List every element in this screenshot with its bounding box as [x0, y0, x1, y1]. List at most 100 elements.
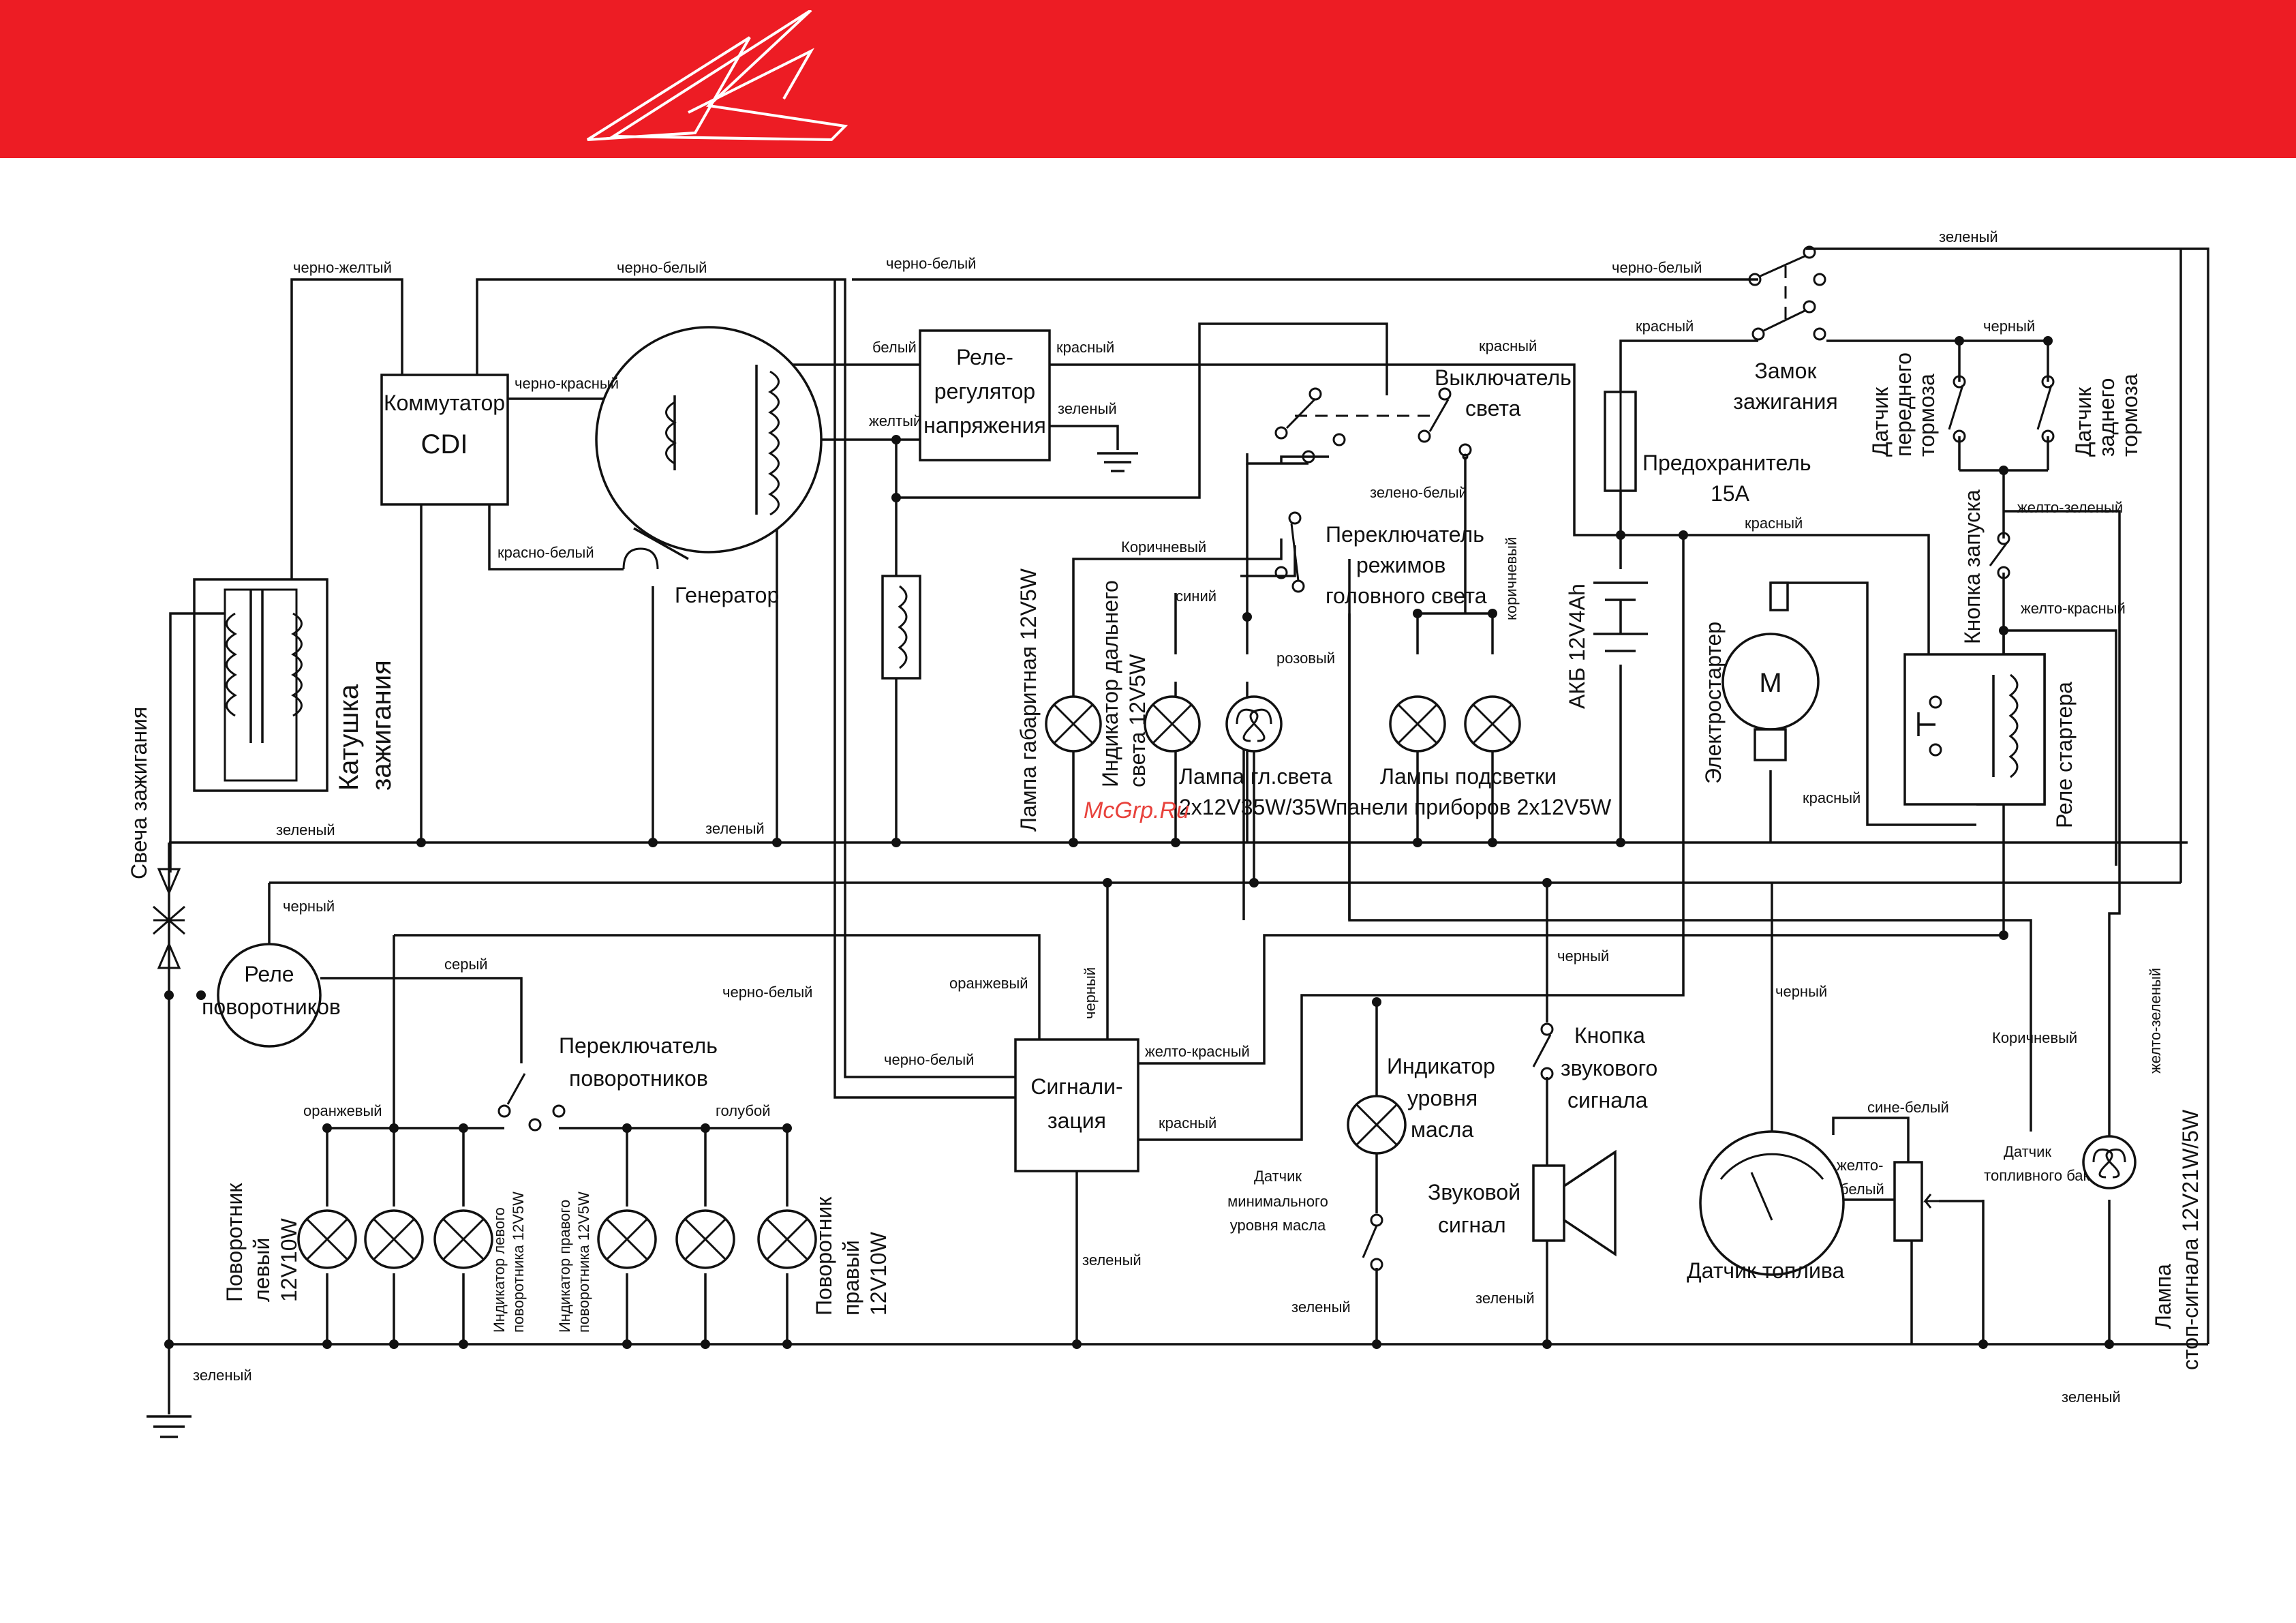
oil-sensor-label: Датчик — [1254, 1168, 1302, 1185]
svg-text:желто-красный: желто-красный — [1145, 1043, 1250, 1060]
start-button-icon — [1989, 532, 2010, 579]
wire-labels: черно-желтый черно-белый черно-белый чер… — [193, 228, 2164, 1406]
brand-logo-icon — [586, 10, 848, 142]
svg-text:зеленый: зеленый — [1291, 1299, 1351, 1316]
svg-text:оранжевый: оранжевый — [949, 975, 1028, 992]
turn-left-lamp-2-icon — [364, 1209, 424, 1269]
svg-text:черный: черный — [1557, 947, 1609, 965]
svg-text:минимального: минимального — [1227, 1193, 1328, 1210]
watermark-text: McGrp.Ru — [1084, 798, 1189, 823]
headlamp-label: Лампа гл.света — [1179, 764, 1332, 789]
svg-text:M: M — [1759, 668, 1781, 698]
cdi-unit: Коммутатор CDI — [380, 374, 509, 506]
parking-lamp-icon — [1045, 695, 1102, 753]
svg-text:сигнал: сигнал — [1438, 1213, 1506, 1237]
horn-label: Звуковой — [1428, 1180, 1520, 1204]
svg-text:Реле-: Реле- — [956, 345, 1013, 369]
ignition-lock-label: Замок — [1755, 359, 1818, 383]
horn-button-icon — [1532, 1022, 1554, 1080]
turn-switch-icon — [498, 1073, 566, 1132]
svg-text:регулятор: регулятор — [934, 379, 1035, 404]
turn-relay-icon: Реле поворотников — [202, 943, 341, 1048]
rear-brake-sensor-icon — [2036, 375, 2055, 443]
svg-text:зация: зация — [1047, 1108, 1106, 1133]
svg-text:черно-белый: черно-белый — [886, 255, 976, 272]
svg-text:зеленый: зеленый — [705, 820, 765, 837]
fuel-gauge-label: Датчик топлива — [1687, 1258, 1844, 1283]
svg-text:красный: красный — [1803, 789, 1861, 806]
turn-right-lamp-1-icon — [675, 1209, 735, 1269]
svg-text:зелено-белый: зелено-белый — [1370, 484, 1467, 501]
svg-text:черно-белый: черно-белый — [884, 1051, 974, 1068]
parking-lamp-label: Лампа габаритная 12V5W — [1016, 568, 1041, 832]
svg-text:желтый: желтый — [869, 412, 921, 429]
panel-lamp-2-icon — [1464, 695, 1521, 753]
svg-text:напряжения: напряжения — [923, 413, 1046, 438]
fuel-sensor-icon — [1893, 1161, 1983, 1242]
svg-text:режимов: режимов — [1356, 553, 1445, 577]
svg-text:розовый: розовый — [1276, 650, 1335, 667]
spark-plug-icon — [153, 868, 185, 969]
svg-text:зеленый: зеленый — [276, 821, 335, 838]
svg-text:желто-красный: желто-красный — [2021, 600, 2126, 617]
svg-text:черно-белый: черно-белый — [1612, 259, 1702, 276]
horn-icon — [1532, 1149, 1617, 1257]
oil-indicator-label: Индикатор — [1387, 1054, 1495, 1078]
svg-text:черно-желтый: черно-желтый — [293, 259, 392, 276]
svg-text:черно-красный: черно-красный — [515, 375, 619, 392]
fuse-label: Предохранитель — [1642, 451, 1811, 475]
svg-text:красный: красный — [1159, 1114, 1216, 1132]
alarm-unit: Сигнали- зация — [1014, 1038, 1139, 1172]
beam-switch-label: Переключатель — [1326, 522, 1484, 547]
battery-icon — [1593, 581, 1648, 652]
svg-text:поворотников: поворотников — [202, 995, 341, 1019]
svg-text:15А: 15А — [1711, 481, 1750, 506]
svg-text:уровня: уровня — [1407, 1086, 1478, 1110]
svg-text:Реле: Реле — [244, 962, 294, 986]
battery-label: АКБ 12V4Ah — [1565, 583, 1589, 709]
header-bar — [0, 0, 2296, 158]
svg-text:головного света: головного света — [1326, 583, 1487, 608]
svg-text:Коричневый: Коричневый — [1992, 1029, 2077, 1046]
headlamp-icon — [1225, 695, 1283, 753]
svg-text:зеленый: зеленый — [1058, 400, 1117, 417]
front-brake-label: Датчикпереднеготормоза — [1868, 352, 1939, 457]
svg-text:красно-белый: красно-белый — [498, 544, 594, 561]
starter-label: Электростартер — [1701, 622, 1726, 784]
svg-text:2x12V35W/35W: 2x12V35W/35W — [1179, 795, 1337, 819]
svg-text:Коричневый: Коричневый — [1121, 539, 1206, 556]
voltage-regulator: Реле- регулятор напряжения — [919, 329, 1051, 461]
generator-label: Генератор — [675, 583, 779, 607]
svg-text:зеленый: зеленый — [1082, 1252, 1142, 1269]
svg-text:черный: черный — [1082, 967, 1099, 1019]
svg-text:звукового: звукового — [1561, 1056, 1657, 1080]
svg-text:Сигнали-: Сигнали- — [1030, 1074, 1122, 1099]
svg-text:черный: черный — [1983, 318, 2035, 335]
turn-switch-label: Переключатель — [559, 1033, 718, 1058]
panel-lamps-label: Лампы подсветки — [1380, 764, 1557, 789]
ignition-lock-icon — [1748, 245, 1826, 341]
svg-text:уровня масла: уровня масла — [1230, 1217, 1326, 1234]
high-beam-indicator-icon — [1144, 695, 1201, 753]
svg-text:зажигания: зажигания — [1733, 389, 1837, 414]
fuel-sensor-label: Датчик — [2004, 1143, 2051, 1160]
oil-sensor-icon — [1362, 1213, 1383, 1271]
fuel-gauge-icon — [1699, 1130, 1845, 1276]
starter-relay-label: Реле стартера — [2052, 682, 2077, 828]
turn-right-lamp-2-icon — [757, 1209, 817, 1269]
oil-indicator-icon — [1347, 1095, 1407, 1155]
turn-left-lamp-1-icon — [297, 1209, 357, 1269]
brake-lamp-icon — [2082, 1135, 2137, 1189]
svg-text:черно-белый: черно-белый — [617, 259, 707, 276]
svg-text:топливного бака: топливного бака — [1984, 1167, 2099, 1184]
svg-text:синий: синий — [1176, 588, 1216, 605]
svg-text:желто-: желто- — [1837, 1157, 1883, 1174]
svg-text:красный: красный — [1745, 515, 1803, 532]
turn-left-indicator-icon — [433, 1209, 493, 1269]
svg-text:оранжевый: оранжевый — [303, 1102, 382, 1119]
